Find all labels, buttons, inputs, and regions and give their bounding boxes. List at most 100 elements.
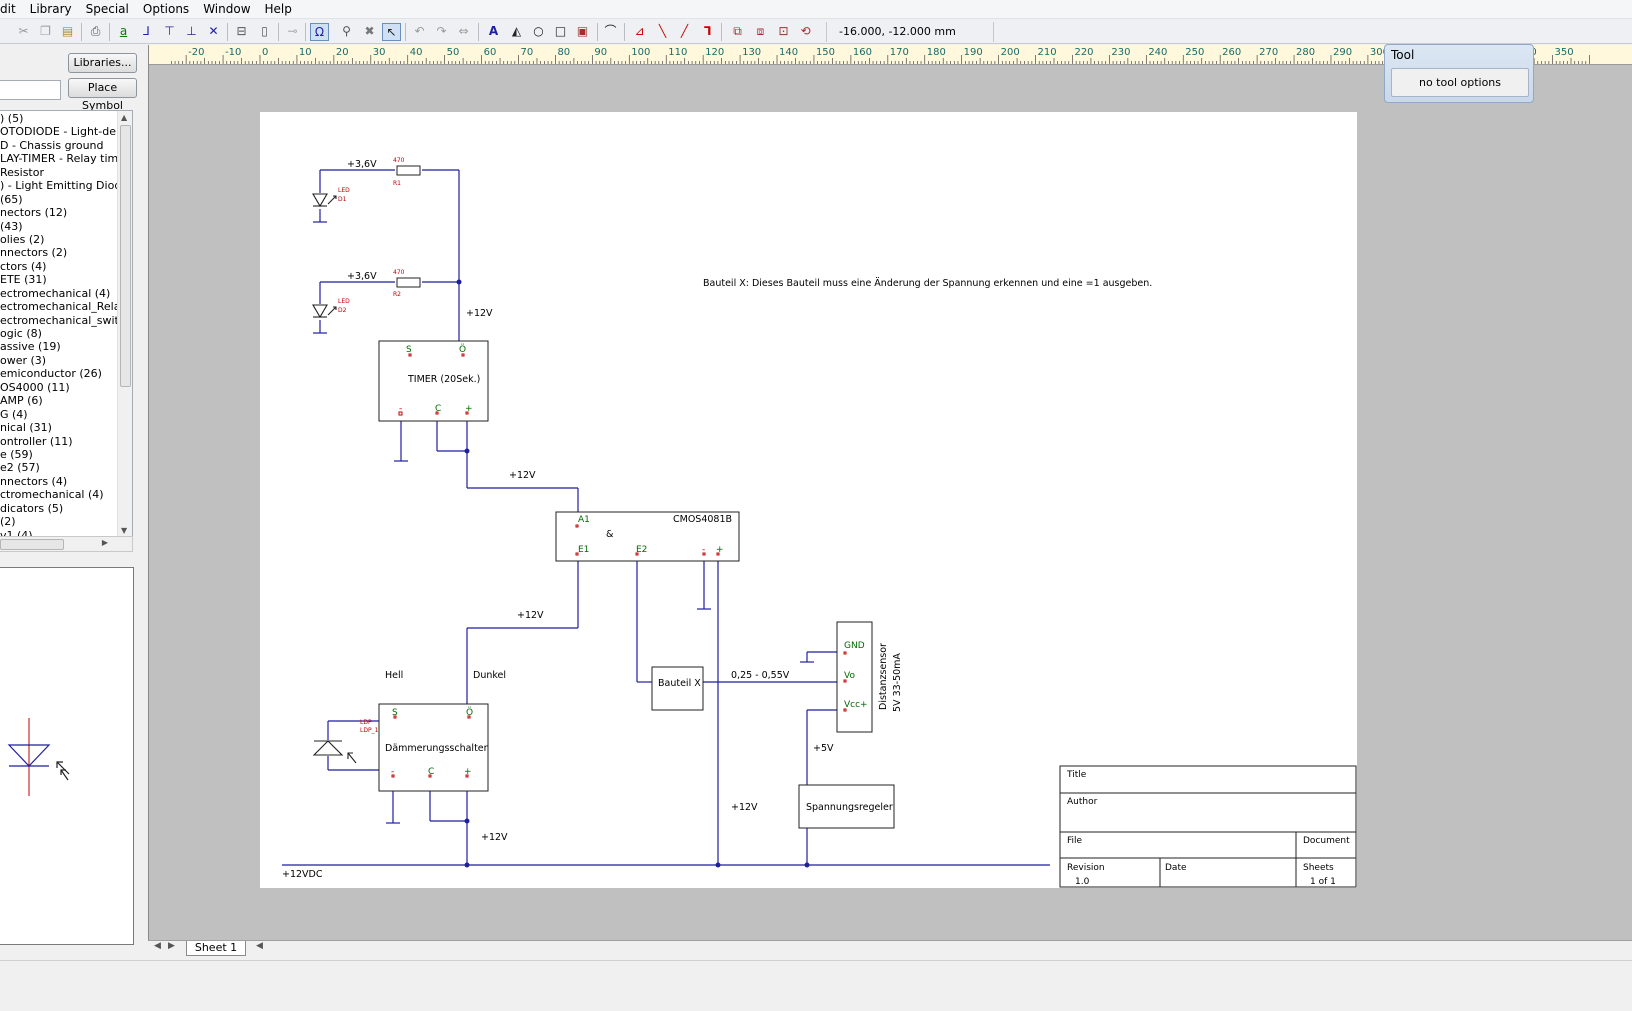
led-d2[interactable] <box>312 304 337 319</box>
text-icon[interactable]: A <box>488 24 499 38</box>
symbol-library-icon[interactable]: Ω <box>310 23 329 41</box>
cut-icon[interactable]: ✂ <box>18 24 29 38</box>
library-tree-item[interactable]: nical (31) <box>0 421 52 435</box>
spannungsregler-block[interactable] <box>798 784 895 829</box>
library-tree-item[interactable]: D - Chassis ground <box>0 138 104 152</box>
mirror-icon[interactable]: ⇔ <box>458 24 469 38</box>
library-tree-item[interactable]: ) - Light Emitting Diode <box>0 179 118 193</box>
library-tree-item[interactable]: ogic (8) <box>0 327 42 340</box>
timer-block[interactable] <box>378 340 489 422</box>
library-tree-item[interactable]: (2) <box>0 515 16 529</box>
resistor-r2[interactable] <box>396 277 421 288</box>
menu-edit[interactable]: dit <box>0 1 16 16</box>
circle-icon[interactable]: ○ <box>533 24 544 38</box>
library-tree-item[interactable]: ) (5) <box>0 112 24 125</box>
no-connect-icon[interactable]: ✕ <box>208 24 219 38</box>
library-tree-item[interactable]: AMP (6) <box>0 394 43 408</box>
tab-scroll-left-icon[interactable]: ◀ <box>256 941 263 951</box>
step-line-icon[interactable]: ⅂ <box>704 24 711 38</box>
schematic-sheet[interactable]: Bauteil X: Dieses Bauteil muss eine Ände… <box>260 112 1357 888</box>
group-icon[interactable]: ⧉ <box>733 24 742 38</box>
resistor-r1[interactable] <box>396 165 421 176</box>
library-tree-vscroll[interactable]: ▲ ▼ <box>117 111 132 537</box>
tab-sheet-1[interactable]: Sheet 1 <box>186 941 246 956</box>
library-tree-item[interactable]: emiconductor (26) <box>0 367 102 381</box>
move-icon[interactable]: ⊡ <box>778 24 789 38</box>
photodiode-ldp[interactable] <box>312 740 357 764</box>
library-tree-item[interactable]: (65) <box>0 192 23 206</box>
library-tree-item[interactable]: LAY-TIMER - Relay timer <box>0 152 118 166</box>
print-icon[interactable]: ⎙ <box>90 24 101 38</box>
menu-window[interactable]: Window <box>203 1 251 16</box>
ground-symbol-icon[interactable]: ⊥ <box>186 24 197 38</box>
library-tree-item[interactable]: (43) <box>0 219 23 233</box>
library-tree-item[interactable]: assive (19) <box>0 340 61 354</box>
library-tree-item[interactable]: nnectors (2) <box>0 246 68 260</box>
library-tree-item[interactable]: nnectors (4) <box>0 474 68 488</box>
redo-icon[interactable]: ↷ <box>436 24 447 38</box>
pin-markers <box>391 353 847 778</box>
library-tree-item[interactable]: e (59) <box>0 447 33 461</box>
menu-special[interactable]: Special <box>85 1 129 16</box>
bus-icon[interactable]: ⅃ <box>143 24 150 38</box>
rotate-icon[interactable]: ⟲ <box>800 24 811 38</box>
library-tree-item[interactable]: dicators (5) <box>0 501 64 515</box>
library-tree-item[interactable]: OTODIODE - Light-depen <box>0 125 118 139</box>
distanzsensor-block[interactable] <box>836 621 873 733</box>
tab-next-icon[interactable]: ▶ <box>168 941 175 951</box>
library-tree-item[interactable]: e2 (57) <box>0 461 40 475</box>
power-symbol-icon[interactable]: ⊤ <box>164 24 175 38</box>
copy-icon[interactable]: ❐ <box>40 24 51 38</box>
zoom-icon[interactable]: ⚲ <box>342 24 351 38</box>
library-tree-item[interactable]: OS4000 (11) <box>0 380 70 394</box>
vscroll-thumb[interactable] <box>120 125 131 387</box>
library-tree-item[interactable]: ctromechanical (4) <box>0 488 104 502</box>
junction-icon[interactable]: ▯ <box>261 24 268 38</box>
library-tree-item[interactable]: Resistor <box>0 165 44 179</box>
library-tree-item[interactable]: G (4) <box>0 407 28 421</box>
undo-icon[interactable]: ↶ <box>414 24 425 38</box>
library-tree-item[interactable]: ectromechanical (4) <box>0 286 111 300</box>
select-arrow-icon[interactable]: ↖ <box>382 23 401 41</box>
bus-entry-icon[interactable]: ⊟ <box>236 24 247 38</box>
pin-icon[interactable]: ⊿ <box>634 24 645 38</box>
tool-options-window[interactable]: Tool no tool options <box>1384 44 1534 103</box>
led-d1[interactable] <box>312 193 337 208</box>
library-tree-item[interactable]: ower (3) <box>0 353 47 367</box>
wire-icon[interactable]: ⊸ <box>287 24 298 38</box>
library-tree-item[interactable]: ctors (4) <box>0 259 47 273</box>
diagonal-line-icon[interactable]: ╱ <box>680 24 689 38</box>
library-tree-item[interactable]: v1 (4) <box>0 528 33 538</box>
net-label-icon[interactable]: a <box>119 24 128 38</box>
menu-options[interactable]: Options <box>142 1 190 16</box>
and-gate-block[interactable] <box>555 511 740 562</box>
rectangle-icon[interactable]: □ <box>554 24 567 38</box>
d1-value: LED <box>338 187 350 194</box>
place-symbol-button[interactable]: Place Symbol <box>68 78 137 112</box>
image-icon[interactable]: ▣ <box>576 24 589 38</box>
library-tree-item[interactable]: ontroller (11) <box>0 434 73 448</box>
menu-help[interactable]: Help <box>264 1 292 16</box>
hscroll-thumb[interactable] <box>0 539 64 550</box>
library-tree-item[interactable]: ectromechanical_switches <box>0 313 118 327</box>
align-icon[interactable]: ⧈ <box>756 24 765 38</box>
tab-prev-icon[interactable]: ◀ <box>154 941 161 951</box>
library-tree-item[interactable]: ectromechanical_Relays ( <box>0 300 118 314</box>
polygon-icon[interactable]: ◭ <box>511 24 522 38</box>
library-tree-hscroll[interactable]: ▶ <box>0 536 133 552</box>
line-icon[interactable]: ╲ <box>658 24 667 38</box>
libraries-button[interactable]: Libraries... <box>68 53 137 73</box>
library-tree-item[interactable]: olies (2) <box>0 232 45 246</box>
library-tree-item[interactable]: nectors (12) <box>0 206 68 220</box>
library-tree-item[interactable]: ETE (31) <box>0 273 47 287</box>
library-tree[interactable]: ) (5)OTODIODE - Light-depenD - Chassis g… <box>0 110 133 538</box>
menu-library[interactable]: Library <box>29 1 72 16</box>
bauteil-x-block[interactable] <box>651 666 704 711</box>
paste-icon[interactable]: ▤ <box>61 24 74 38</box>
arc-icon[interactable]: ⌒ <box>604 24 617 38</box>
library-search-input[interactable] <box>0 80 61 100</box>
daemmerungsschalter-block[interactable] <box>378 703 489 792</box>
title-block-title: Title <box>1066 770 1087 780</box>
delete-icon[interactable]: ✖ <box>364 24 375 38</box>
